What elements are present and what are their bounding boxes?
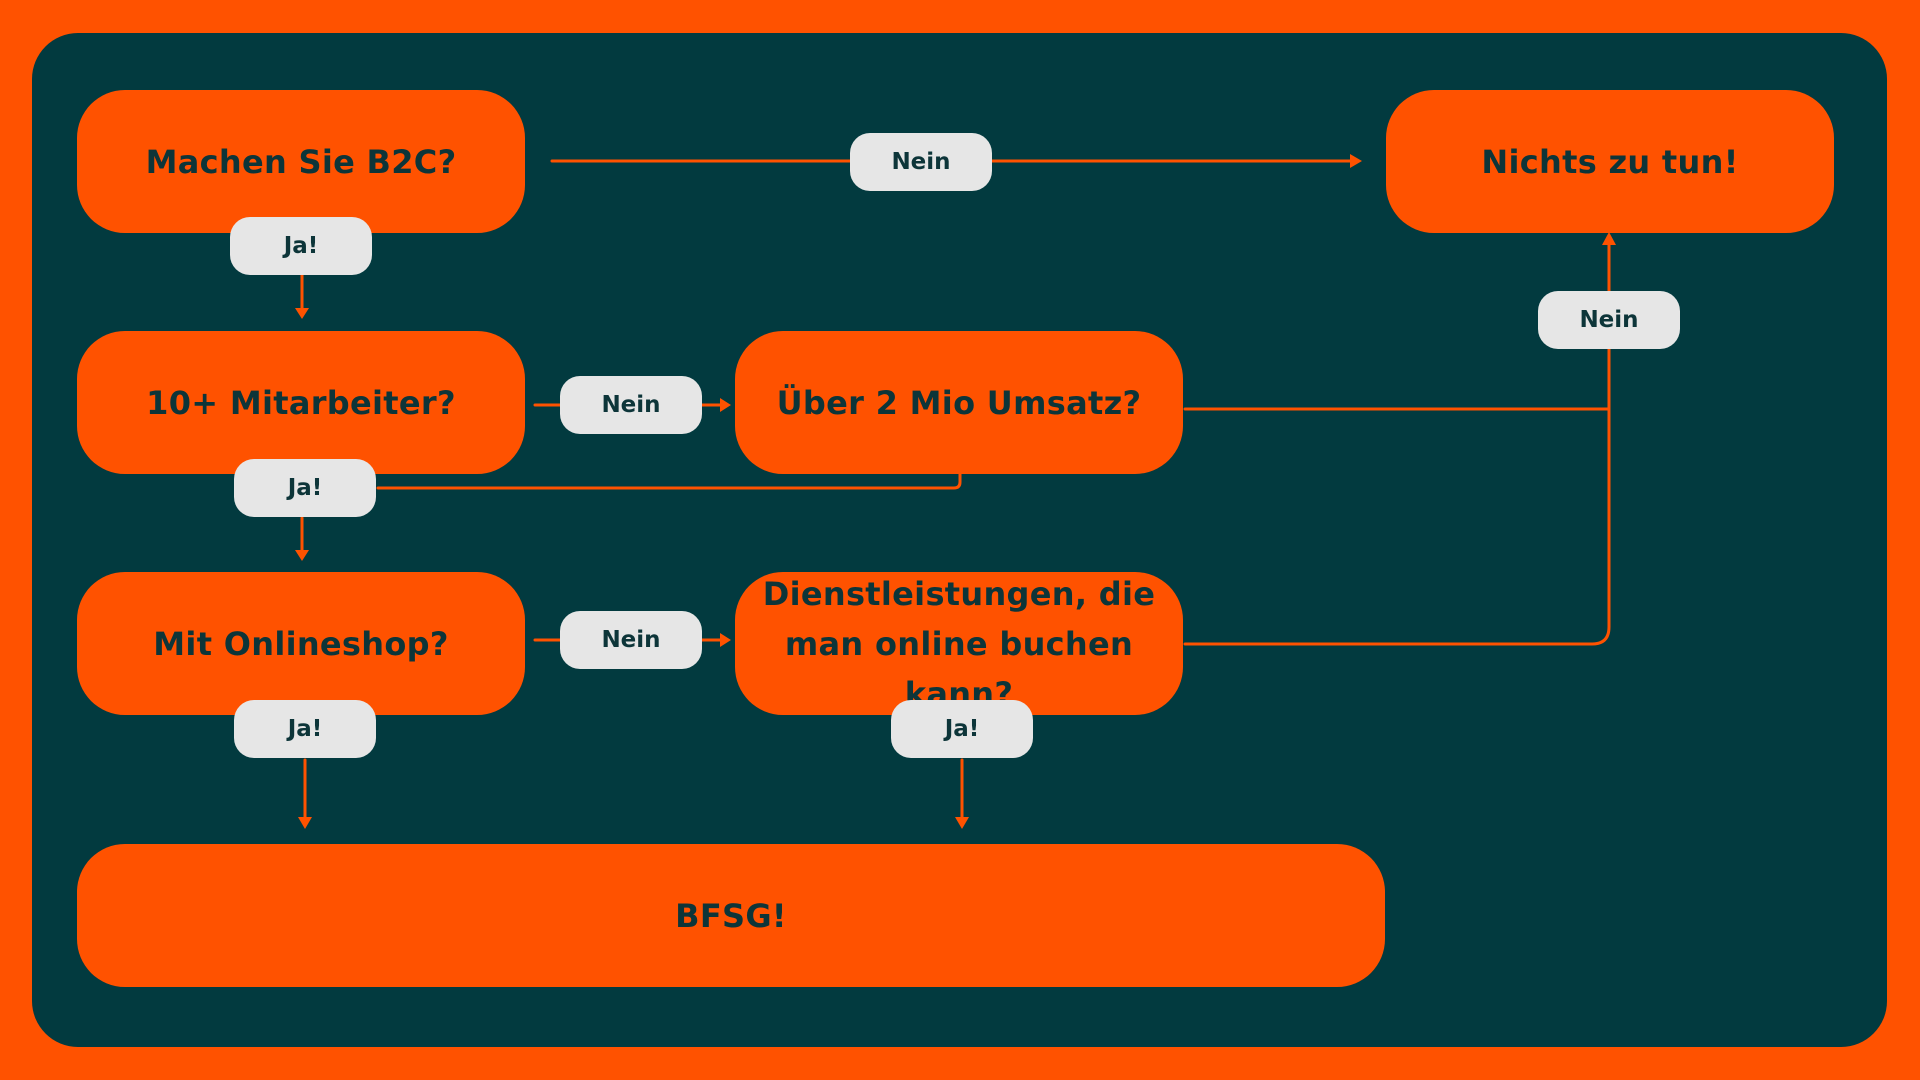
node-employees-label: 10+ Mitarbeiter?	[146, 383, 456, 422]
pill-employees-yes: Ja!	[234, 459, 376, 517]
pill-onlineshop-no: Nein	[560, 611, 702, 669]
arrowhead-bfsg-left	[298, 817, 312, 829]
pill-b2c-no: Nein	[850, 133, 992, 191]
node-revenue-label: Über 2 Mio Umsatz?	[776, 383, 1142, 422]
node-b2c-label: Machen Sie B2C?	[145, 142, 457, 181]
node-employees: 10+ Mitarbeiter?	[77, 331, 525, 474]
node-services: Dienstleistungen, die man online buchen …	[735, 572, 1183, 715]
node-nothing-to-do: Nichts zu tun!	[1386, 90, 1834, 233]
pill-right-no-label: Nein	[1579, 307, 1639, 333]
pill-employees-yes-label: Ja!	[287, 475, 323, 501]
arrowhead-onlineshop	[295, 550, 309, 561]
pill-services-yes-label: Ja!	[944, 716, 980, 742]
node-onlineshop-label: Mit Onlineshop?	[153, 624, 449, 663]
node-services-label-line1: Dienstleistungen, die	[762, 574, 1156, 613]
pill-onlineshop-yes: Ja!	[234, 700, 376, 758]
edge-revenue-yes	[376, 472, 962, 490]
node-b2c: Machen Sie B2C?	[77, 90, 525, 233]
edge-services-to-nein	[1183, 241, 1611, 646]
pill-b2c-no-label: Nein	[891, 149, 951, 175]
arrowhead-employees	[295, 308, 309, 319]
pill-b2c-yes: Ja!	[230, 217, 372, 275]
pill-right-no: Nein	[1538, 291, 1680, 349]
pill-employees-no-label: Nein	[601, 392, 661, 418]
arrowhead-bfsg-right	[955, 817, 969, 829]
node-nothing-to-do-label: Nichts zu tun!	[1481, 142, 1739, 181]
pill-employees-no: Nein	[560, 376, 702, 434]
arrowhead-nothing-up	[1602, 232, 1616, 245]
node-bfsg: BFSG!	[77, 844, 1385, 987]
pill-services-yes: Ja!	[891, 700, 1033, 758]
node-services-label-line2: man online buchen kann?	[784, 624, 1134, 713]
node-onlineshop: Mit Onlineshop?	[77, 572, 525, 715]
arrowhead-revenue	[720, 398, 731, 412]
pill-onlineshop-no-label: Nein	[601, 627, 661, 653]
node-bfsg-label: BFSG!	[675, 896, 787, 935]
arrowhead-nothing	[1350, 154, 1362, 168]
pill-onlineshop-yes-label: Ja!	[287, 716, 323, 742]
node-revenue: Über 2 Mio Umsatz?	[735, 331, 1183, 474]
arrowhead-services	[720, 633, 731, 647]
pill-b2c-yes-label: Ja!	[283, 233, 319, 259]
